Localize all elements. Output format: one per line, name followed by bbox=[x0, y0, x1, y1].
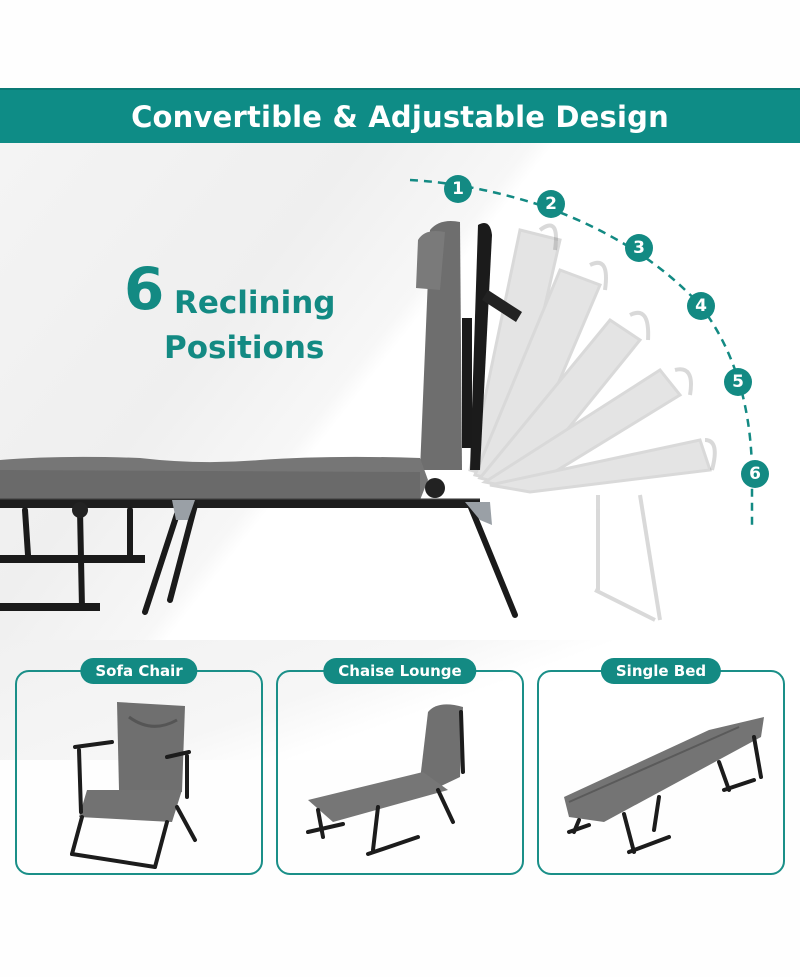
mode-card-single-bed: Single Bed bbox=[537, 658, 785, 875]
mode-card-chaise-lounge: Chaise Lounge bbox=[276, 658, 524, 875]
banner-title: Convertible & Adjustable Design bbox=[131, 99, 669, 134]
recline-position-3-badge: 3 bbox=[625, 234, 653, 262]
background-gradient bbox=[0, 143, 800, 663]
recline-position-1-badge: 1 bbox=[444, 175, 472, 203]
headline-line-2: Positions bbox=[164, 330, 325, 366]
mode-label: Single Bed bbox=[600, 658, 722, 684]
recline-position-2-badge: 2 bbox=[537, 190, 565, 218]
recline-position-6-badge: 6 bbox=[741, 460, 769, 488]
headline-line-1: Reclining bbox=[174, 285, 336, 321]
positions-count: 6 bbox=[124, 255, 165, 323]
hero-lounger-illustration bbox=[0, 178, 754, 622]
single-bed-image bbox=[564, 717, 764, 854]
title-banner: Convertible & Adjustable Design bbox=[0, 88, 800, 143]
sofa-chair-image bbox=[70, 702, 197, 869]
mode-card-sofa-chair: Sofa Chair bbox=[15, 658, 263, 875]
chaise-lounge-image bbox=[306, 704, 465, 856]
mode-label: Chaise Lounge bbox=[323, 658, 477, 684]
mode-label: Sofa Chair bbox=[80, 658, 198, 684]
recline-position-5-badge: 5 bbox=[724, 368, 752, 396]
recline-position-4-badge: 4 bbox=[687, 292, 715, 320]
